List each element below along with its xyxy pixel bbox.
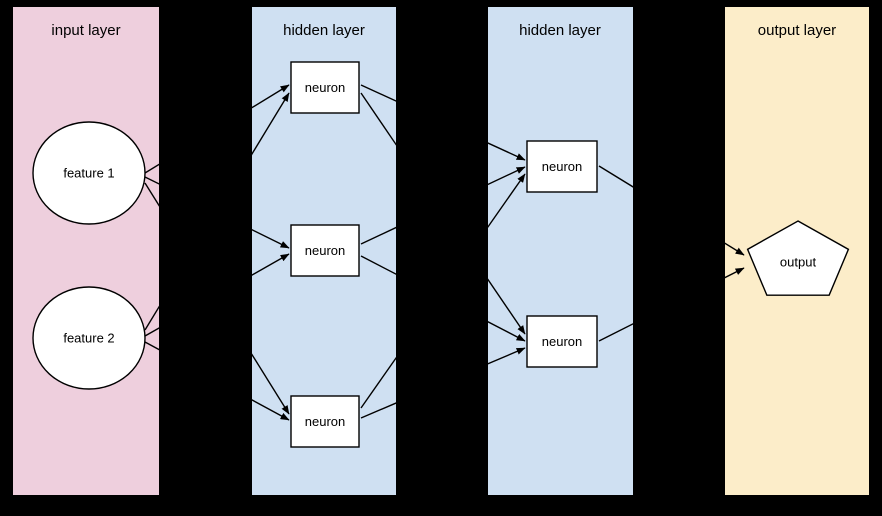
node-label-hidden-2-neuron-1: neuron — [542, 159, 582, 174]
layer-panel-input — [13, 7, 159, 495]
node-hidden-1-neuron-1[interactable] — [290, 61, 360, 114]
edge-clip-hidden-1 — [252, 84, 396, 421]
layer-panel-hidden-2 — [488, 7, 633, 495]
node-hidden-2-neuron-2[interactable] — [526, 315, 598, 368]
node-label-hidden-1-neuron-1: neuron — [305, 80, 345, 95]
layer-title-hidden-1: hidden layer — [283, 22, 365, 39]
layer-titles: input layer hidden layer hidden layer outpu… — [51, 22, 836, 39]
edge-hidden-2-neuron-1-to-output-node-tail — [598, 165, 633, 188]
edge-feature-2-to-hidden-1-neuron-3-head — [252, 399, 290, 421]
node-hidden-2-neuron-1[interactable] — [526, 140, 598, 193]
node-label-hidden-1-neuron-3: neuron — [305, 414, 345, 429]
node-label-hidden-1-neuron-2: neuron — [305, 243, 345, 258]
layer-title-hidden-2: hidden layer — [519, 22, 601, 39]
edge-hidden-1-neuron-1-to-hidden-2-neuron-2-head — [488, 278, 526, 335]
node-label-output-node: output — [780, 254, 817, 269]
edge-hidden-1-neuron-3-to-hidden-2-neuron-2-tail — [360, 402, 396, 419]
edge-hidden-1-neuron-1-to-hidden-2-neuron-1-head — [488, 142, 526, 161]
node-feature-1[interactable] — [32, 121, 146, 225]
edge-hidden-1-neuron-2-to-hidden-2-neuron-2-tail — [360, 255, 396, 275]
layer-title-input: input layer — [51, 22, 120, 39]
node-feature-2[interactable] — [32, 286, 146, 390]
edge-hidden-1-neuron-3-to-hidden-2-neuron-1-tail — [360, 356, 396, 409]
edge-hidden-1-neuron-2-to-hidden-2-neuron-2-head — [488, 321, 526, 342]
edge-feature-2-to-hidden-1-neuron-1-head — [252, 92, 290, 156]
node-hidden-1-neuron-3[interactable] — [290, 395, 360, 448]
edge-feature-2-to-hidden-1-neuron-2-head — [252, 253, 290, 276]
layer-nodes: feature 1 feature 2 neuron neuron neuron neur… — [32, 61, 850, 448]
connection-edges — [144, 84, 745, 421]
edge-hidden-1-neuron-3-to-hidden-2-neuron-2-head — [488, 347, 526, 365]
node-label-feature-1: feature 1 — [63, 165, 114, 180]
edge-hidden-1-neuron-1-to-hidden-2-neuron-2-tail — [360, 92, 396, 146]
node-hidden-1-neuron-2[interactable] — [290, 224, 360, 277]
edge-hidden-1-neuron-1-to-hidden-2-neuron-1-tail — [360, 84, 396, 102]
edge-clip-hidden-2 — [488, 142, 633, 365]
layer-panels — [13, 7, 869, 495]
edge-hidden-1-neuron-3-to-hidden-2-neuron-1-head — [488, 173, 526, 229]
node-output-node[interactable] — [746, 220, 850, 296]
edge-hidden-1-neuron-2-to-hidden-2-neuron-1-tail — [360, 226, 396, 245]
node-label-feature-2: feature 2 — [63, 330, 114, 345]
node-label-hidden-2-neuron-2: neuron — [542, 334, 582, 349]
edge-hidden-1-neuron-2-to-hidden-2-neuron-1-head — [488, 166, 526, 186]
edge-feature-1-to-hidden-1-neuron-2-head — [252, 228, 290, 249]
edge-feature-1-to-hidden-1-neuron-1-head — [252, 84, 290, 109]
layer-title-output: output layer — [758, 22, 836, 39]
edge-feature-1-to-hidden-1-neuron-3-head — [252, 353, 290, 415]
edge-hidden-2-neuron-2-to-output-node-tail — [598, 323, 633, 342]
